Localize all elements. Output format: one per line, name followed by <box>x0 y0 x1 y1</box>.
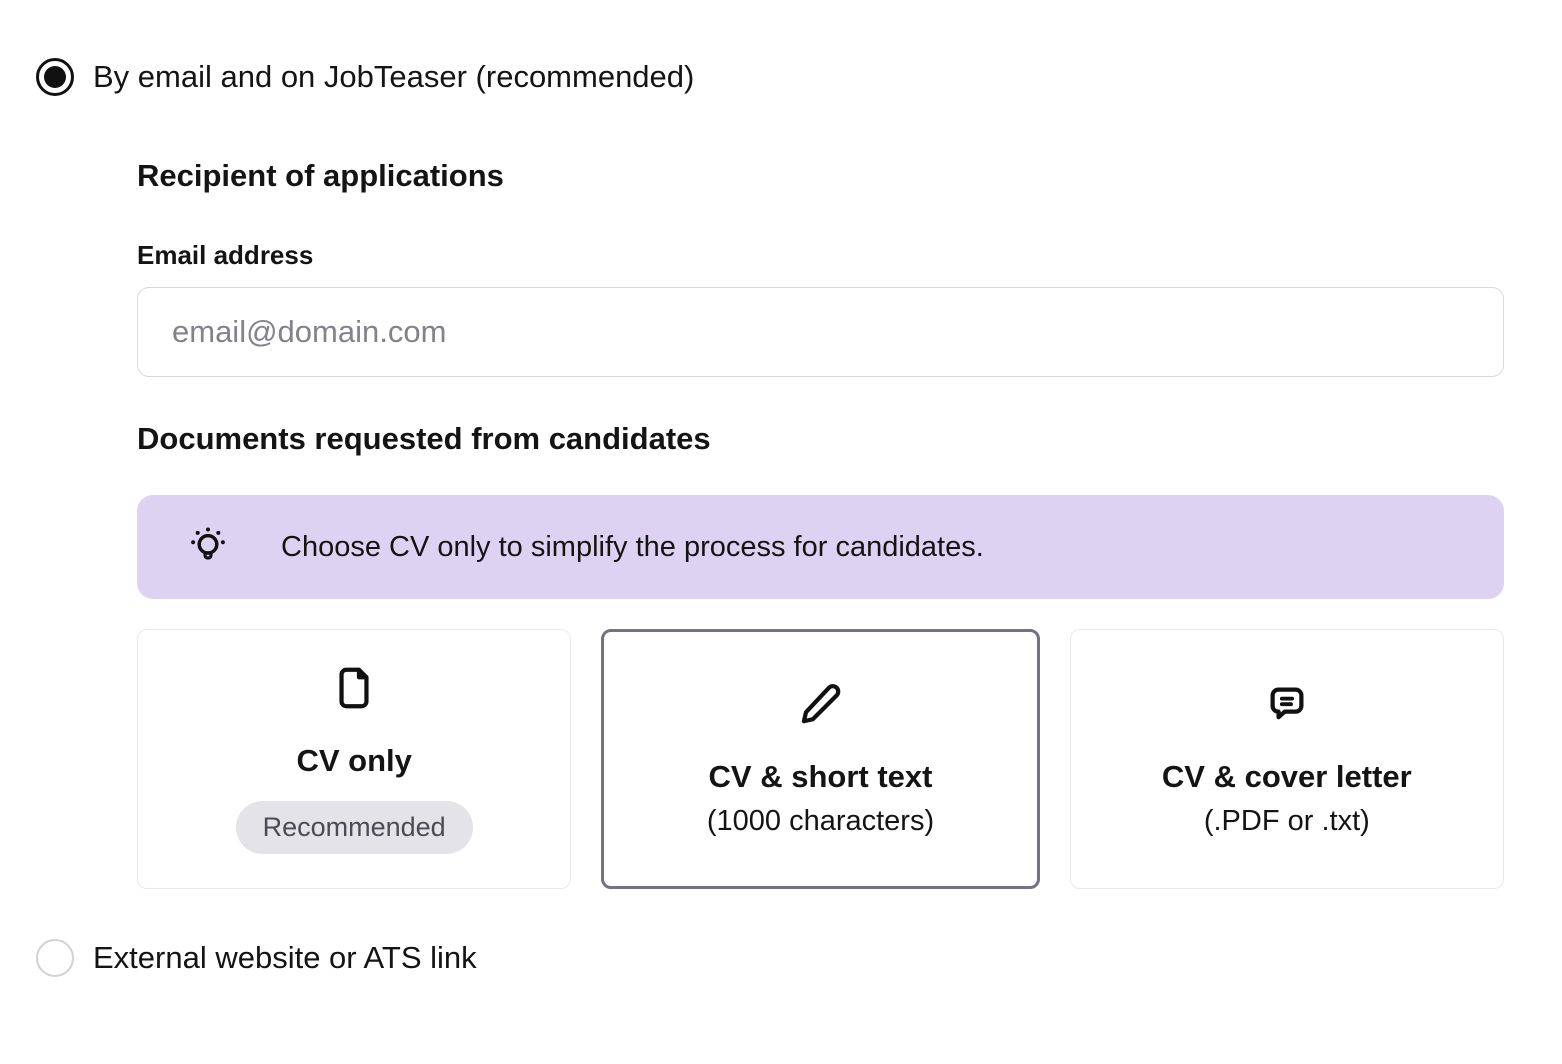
card-cv-short-text[interactable]: CV & short text (1000 characters) <box>601 629 1040 889</box>
recommended-badge: Recommended <box>235 800 473 854</box>
document-option-cards: CV only Recommended CV & short text (100… <box>137 629 1504 889</box>
card-cv-cover-letter[interactable]: CV & cover letter (.PDF or .txt) <box>1069 629 1504 889</box>
radio-unselected-icon[interactable] <box>36 939 74 977</box>
card-subtitle: (.PDF or .txt) <box>1203 804 1370 837</box>
email-address-input[interactable] <box>137 287 1504 377</box>
email-option-details: Recipient of applications Email address … <box>137 158 1504 889</box>
lightbulb-icon <box>187 525 229 569</box>
card-cv-only[interactable]: CV only Recommended <box>137 629 572 889</box>
radio-option-external-label: External website or ATS link <box>93 940 477 975</box>
documents-heading: Documents requested from candidates <box>137 421 711 456</box>
pencil-icon <box>797 681 843 727</box>
chat-bubble-icon <box>1263 681 1311 727</box>
card-title: CV & cover letter <box>1161 758 1412 794</box>
radio-option-email-label: By email and on JobTeaser (recommended) <box>93 59 695 94</box>
email-address-label: Email address <box>137 240 314 270</box>
recipient-heading: Recipient of applications <box>137 158 504 193</box>
card-subtitle: (1000 characters) <box>706 804 935 837</box>
radio-option-external-ats[interactable]: External website or ATS link <box>36 939 1562 977</box>
file-icon <box>331 665 377 711</box>
tip-banner: Choose CV only to simplify the process f… <box>137 495 1504 599</box>
radio-selected-icon[interactable] <box>36 58 74 96</box>
card-title: CV only <box>296 742 412 778</box>
tip-text: Choose CV only to simplify the process f… <box>281 530 984 563</box>
radio-option-email-jobteaser[interactable]: By email and on JobTeaser (recommended) <box>36 58 1562 96</box>
card-title: CV & short text <box>708 758 933 794</box>
